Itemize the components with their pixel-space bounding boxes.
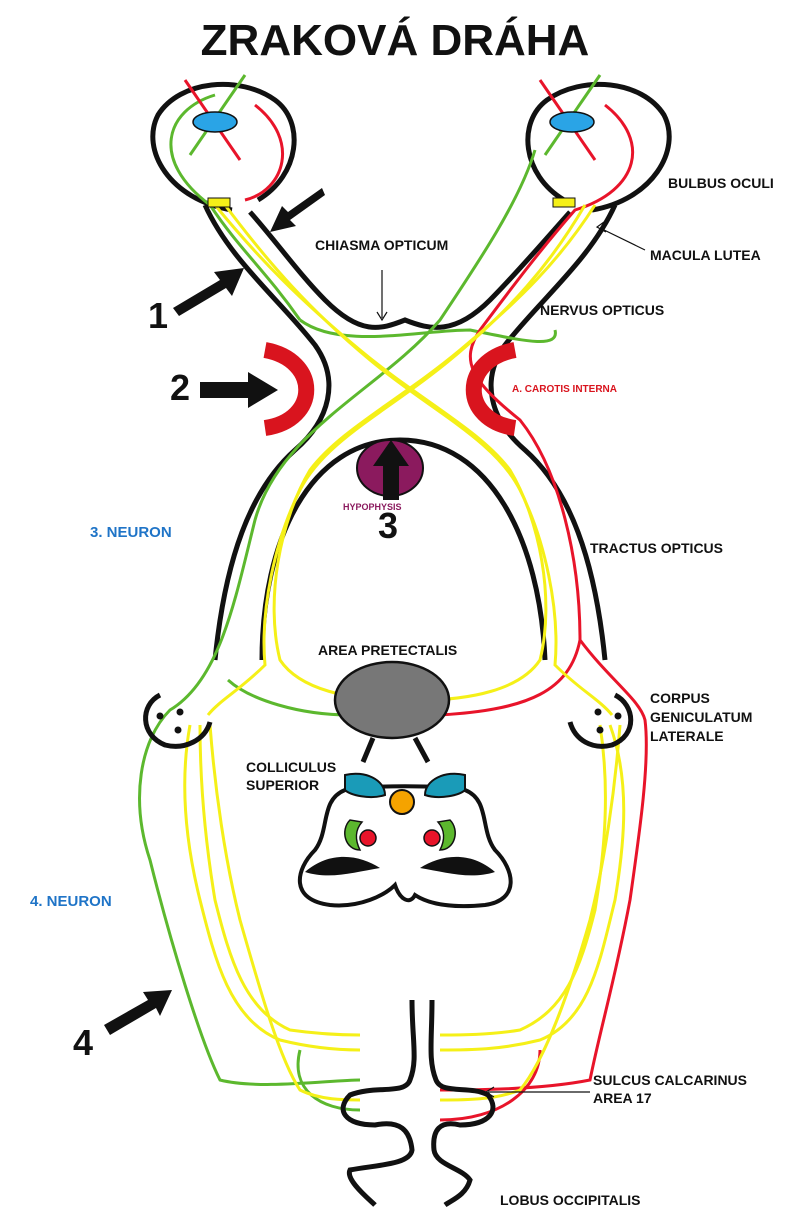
label-neuron-3: 3. NEURON [90,524,172,541]
left-macula [208,198,230,207]
occipital-lobe-outline [343,1000,493,1205]
arrow-2 [200,372,278,408]
area-pretectalis [335,662,449,738]
label-neuron-4: 4. NEURON [30,893,112,910]
label-bulbus-oculi: BULBUS OCULI [668,175,774,191]
label-corpus-line3: LATERALE [650,728,724,744]
arrow-4 [104,990,172,1035]
label-colliculus-line2: SUPERIOR [246,777,319,793]
label-colliculus-line1: COLLICULUS [246,759,336,775]
chiasma-upper-outline [250,212,570,327]
label-lobus-occipitalis: LOBUS OCCIPITALIS [500,1192,641,1208]
label-hypophysis: HYPOPHYSIS [343,502,402,512]
label-tractus-opticus: TRACTUS OPTICUS [590,540,723,556]
label-carotis-interna: A. CAROTIS INTERNA [512,384,617,395]
left-eyeball [153,84,294,210]
label-area-pretectalis: AREA PRETECTALIS [318,642,457,658]
arrow-chiasma [270,188,325,232]
marker-2: 2 [170,367,190,408]
label-chiasma-opticum: CHIASMA OPTICUM [315,237,448,253]
pretectal-stalk-left [363,738,373,762]
left-lens [193,112,237,132]
right-macula [553,198,575,207]
label-corpus-line1: CORPUS [650,690,710,706]
left-lateral-geniculate [146,695,210,746]
label-sulcus-line1: SULCUS CALCARINUS [593,1072,747,1088]
arrow-1 [173,268,244,316]
pretectal-stalk-right [415,738,428,762]
red-fibre [245,105,646,1120]
macula-pointer [600,228,645,250]
label-nervus-opticus: NERVUS OPTICUS [540,302,664,318]
label-macula-lutea: MACULA LUTEA [650,247,761,263]
diagram-title: ZRAKOVÁ DRÁHA [201,15,590,65]
marker-4: 4 [73,1022,93,1063]
right-lens [550,112,594,132]
label-corpus-line2: GENICULATUM [650,709,752,725]
marker-1: 1 [148,295,168,336]
midbrain-section [300,774,511,906]
right-carotid [474,350,515,428]
label-sulcus-line2: AREA 17 [593,1090,652,1106]
